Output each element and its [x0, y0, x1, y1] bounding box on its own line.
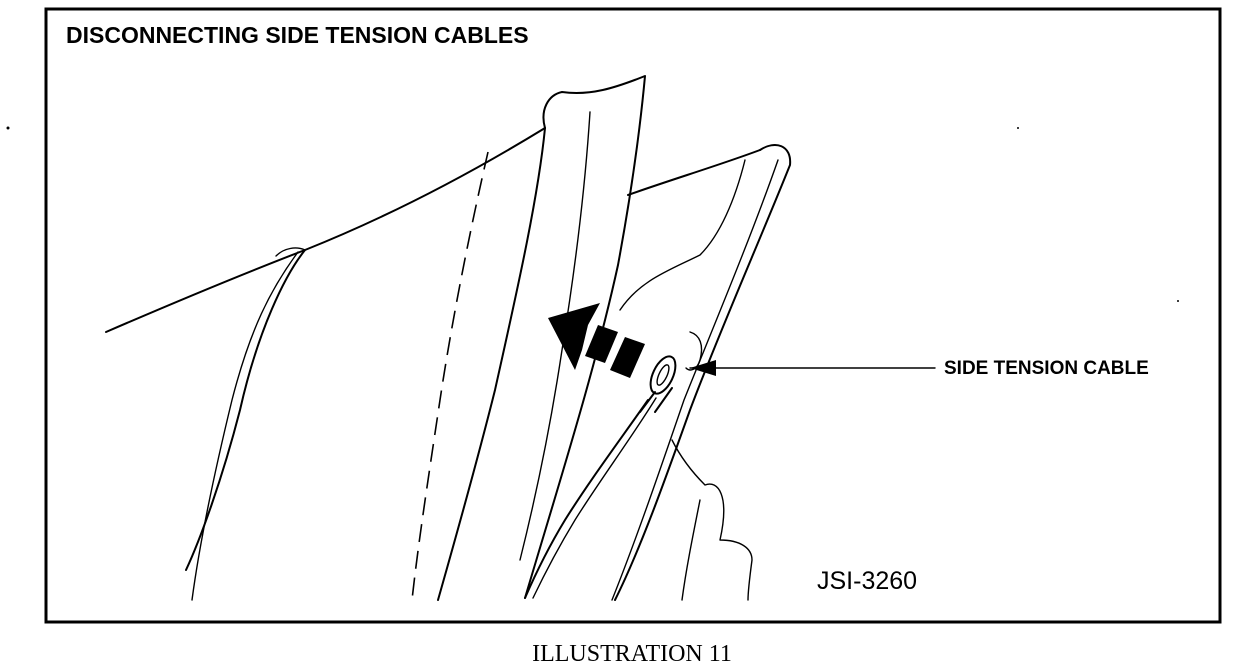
center-panel-inner-line [519, 111, 591, 561]
door-edge-outer [185, 249, 306, 571]
callout-leader [689, 360, 936, 376]
hidden-seam-line [411, 151, 489, 601]
vehicle-body-drawing [105, 75, 792, 601]
arrow-head [548, 303, 600, 370]
roof-line-right [627, 149, 761, 196]
rear-window-outer [614, 144, 792, 601]
rear-window-fold [619, 159, 746, 311]
callout-label: SIDE TENSION CABLE [944, 358, 1149, 379]
arrow-dash-2 [610, 337, 645, 378]
door-edge-inner [191, 251, 299, 601]
cable-anchor-slot [685, 331, 703, 371]
center-panel-left-edge [437, 127, 546, 601]
roof-line-left [105, 127, 546, 333]
figure-code: JSI-3260 [817, 567, 917, 595]
cable-hook [639, 355, 677, 413]
callout-arrowhead [690, 360, 716, 376]
tension-cable [524, 399, 649, 599]
direction-arrow [548, 303, 645, 378]
center-panel-outline [524, 75, 646, 599]
rear-window-inner [611, 159, 779, 601]
figure-caption: ILLUSTRATION 11 [532, 641, 732, 667]
scan-speck [6, 126, 10, 130]
figure-frame [44, 7, 1222, 624]
tension-cable-shadow [532, 397, 657, 599]
rear-quarter-line [671, 439, 753, 601]
arrow-dash-1 [585, 325, 618, 363]
rear-quarter-lower [681, 499, 701, 601]
scan-speck [1017, 127, 1019, 129]
door-edge-curl [275, 247, 306, 257]
scan-speck [1177, 300, 1179, 302]
diagram-title: DISCONNECTING SIDE TENSION CABLES [66, 22, 529, 48]
